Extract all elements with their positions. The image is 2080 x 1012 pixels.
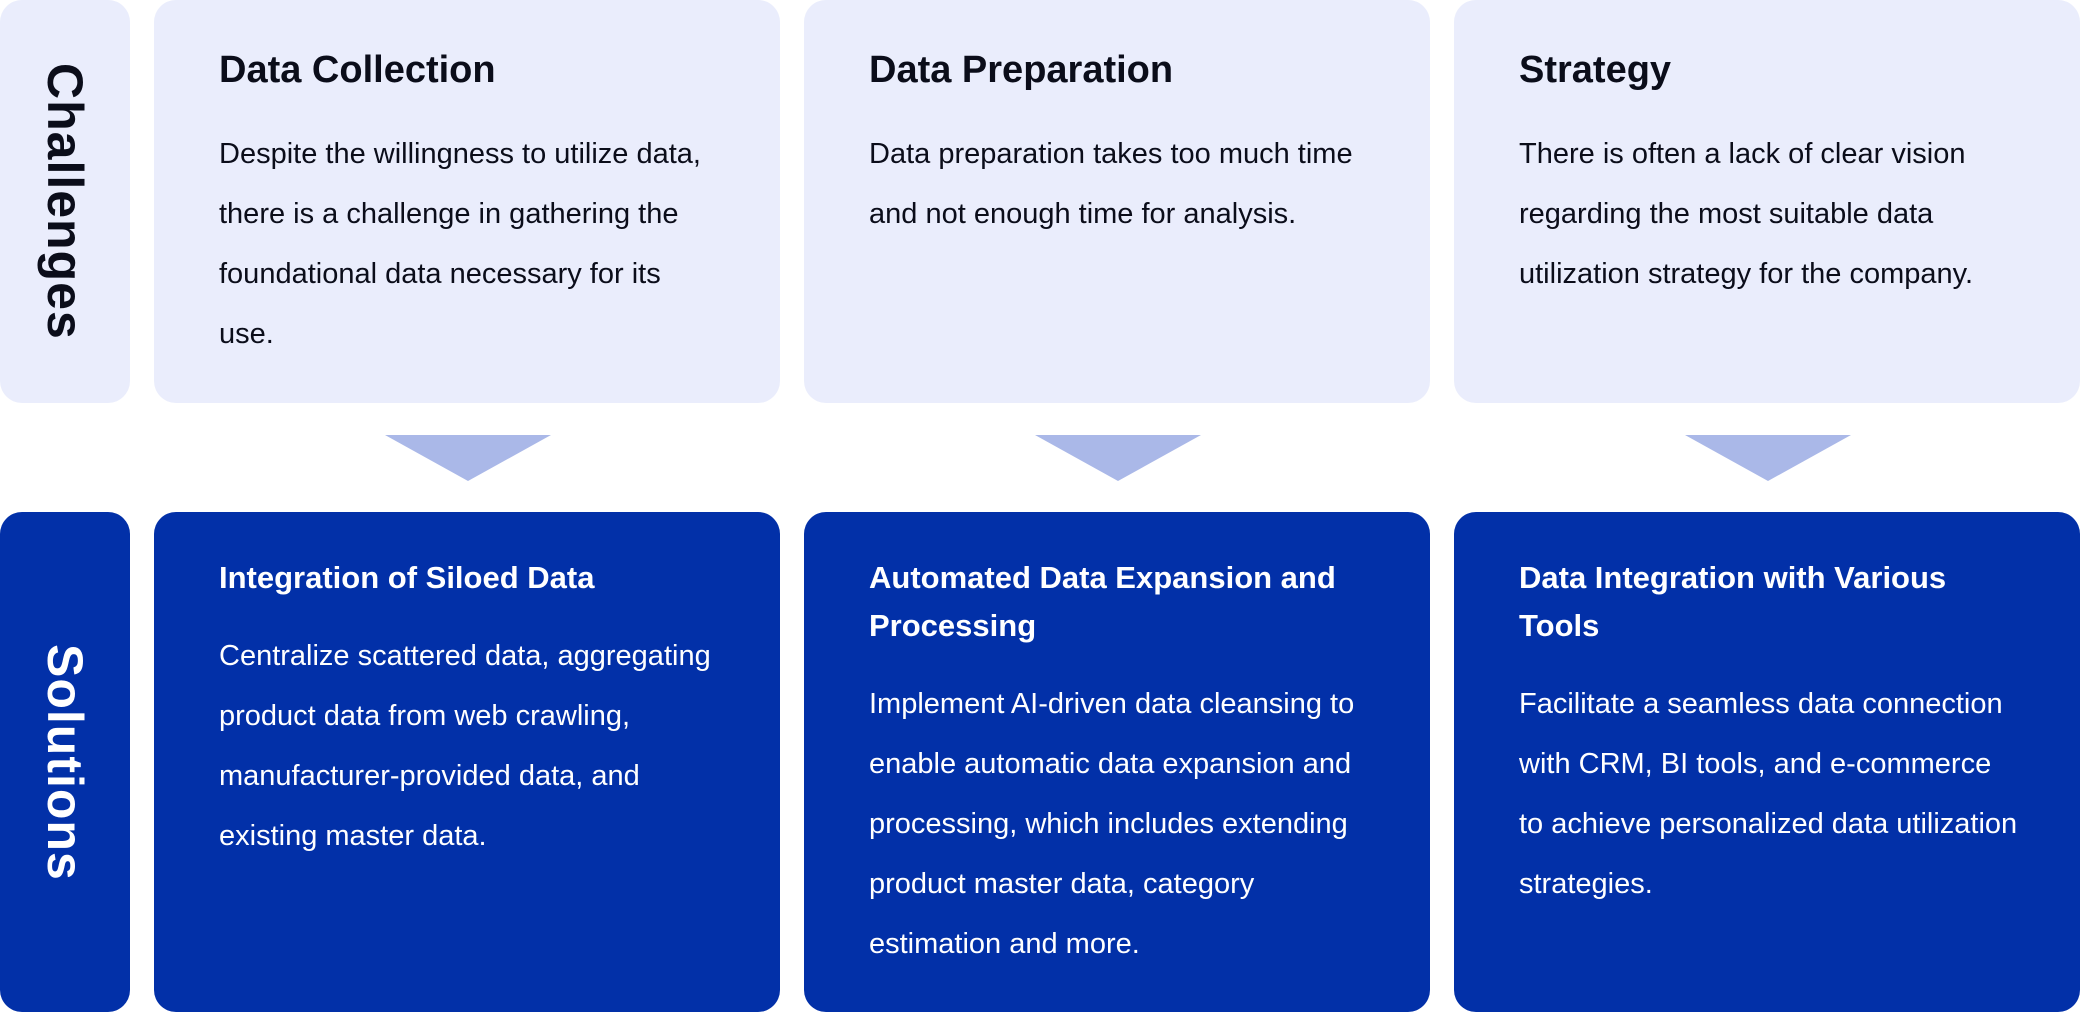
solutions-row-label: Solutions	[0, 512, 130, 1012]
down-arrow-icon	[1035, 435, 1201, 481]
challenge-description: Data preparation takes too much time and…	[869, 138, 1353, 230]
solution-card-siloed-data: Integration of Siloed Data Centralize sc…	[154, 512, 780, 1012]
challenge-title: Data Preparation	[869, 49, 1174, 91]
solution-description: Facilitate a seamless data connection wi…	[1519, 688, 2018, 900]
solution-title: Data Integration with Various Tools	[1519, 560, 1947, 643]
challenge-card-data-preparation: Data Preparation Data preparation takes …	[804, 0, 1430, 403]
solution-card-tool-integration: Data Integration with Various Tools Faci…	[1454, 512, 2080, 1012]
challenges-label-text: Challenges	[37, 63, 93, 340]
down-arrow-icon	[1685, 435, 1851, 481]
solution-card-automated-processing: Automated Data Expansion and Processing …	[804, 512, 1430, 1012]
solution-title: Automated Data Expansion and Processing	[869, 560, 1336, 643]
solutions-label-text: Solutions	[37, 643, 93, 881]
down-arrow-icon	[385, 435, 551, 481]
solution-title: Integration of Siloed Data	[219, 560, 595, 595]
challenge-card-data-collection: Data Collection Despite the willingness …	[154, 0, 780, 403]
challenge-card-strategy: Strategy There is often a lack of clear …	[1454, 0, 2080, 403]
challenge-description: Despite the willingness to utilize data,…	[219, 138, 701, 350]
solution-description: Implement AI-driven data cleansing to en…	[869, 688, 1355, 960]
solution-description: Centralize scattered data, aggregating p…	[219, 640, 711, 852]
challenges-row-label: Challenges	[0, 0, 130, 403]
challenge-description: There is often a lack of clear vision re…	[1519, 138, 1974, 290]
challenge-title: Strategy	[1519, 49, 1672, 91]
challenge-title: Data Collection	[219, 49, 496, 91]
